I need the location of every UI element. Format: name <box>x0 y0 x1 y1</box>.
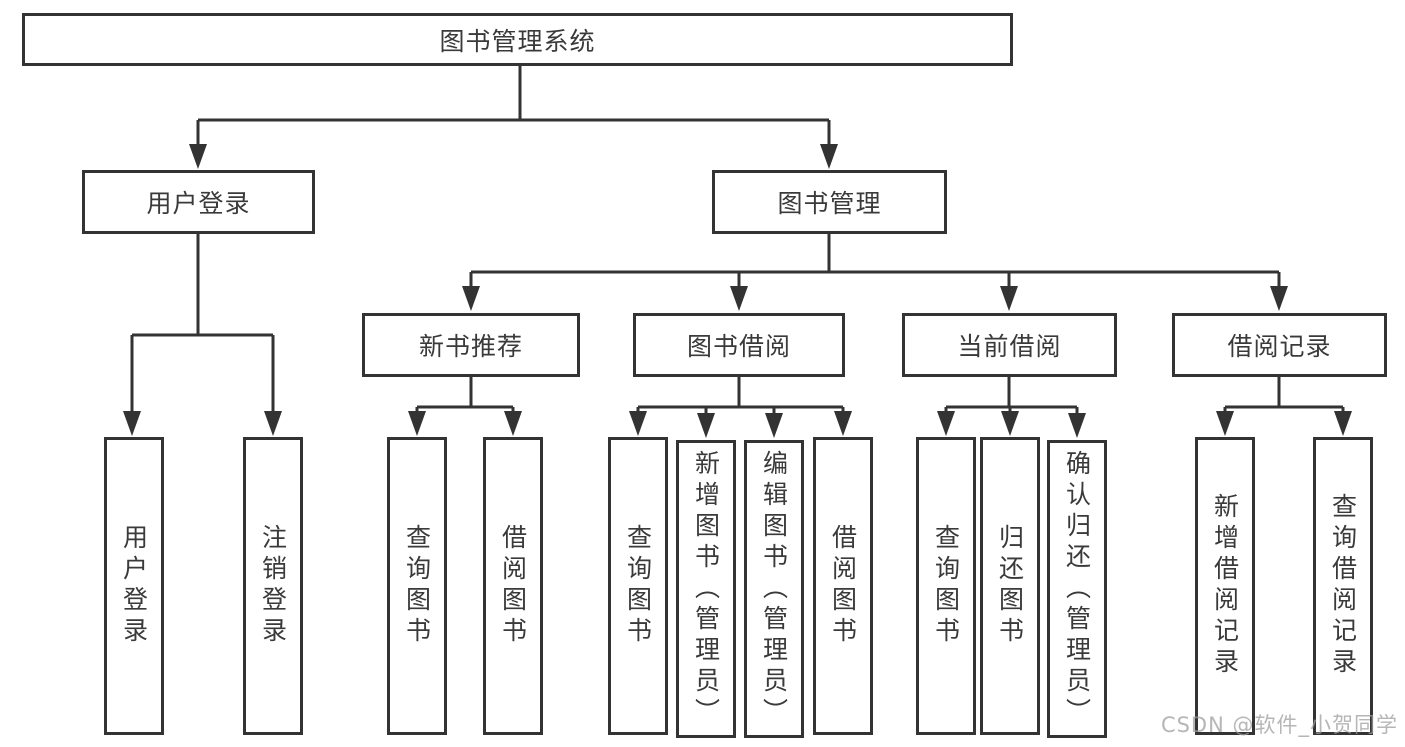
node-new-book-recommend: 新书推荐 <box>362 313 580 377</box>
leaf-confirm-return-admin-label: 确认归还（管理员） <box>1062 449 1092 729</box>
leaf-query-book-2: 查询图书 <box>608 437 668 735</box>
leaf-add-book-admin: 新增图书（管理员） <box>676 440 736 738</box>
node-user-login-label: 用户登录 <box>146 189 251 218</box>
leaf-borrow-book-2: 借阅图书 <box>813 437 873 735</box>
node-current-borrow-label: 当前借阅 <box>957 332 1062 361</box>
node-borrow-record: 借阅记录 <box>1172 313 1387 377</box>
leaf-add-borrow-record-label: 新增借阅记录 <box>1210 493 1240 679</box>
node-current-borrow: 当前借阅 <box>902 313 1117 377</box>
node-user-login: 用户登录 <box>82 170 315 234</box>
leaf-edit-book-admin-label: 编辑图书（管理员） <box>759 449 789 729</box>
node-book-borrow: 图书借阅 <box>633 313 845 377</box>
leaf-query-book-3-label: 查询图书 <box>931 524 961 648</box>
leaf-borrow-book-1: 借阅图书 <box>483 437 543 735</box>
leaf-query-book-1: 查询图书 <box>387 437 447 735</box>
leaf-add-borrow-record: 新增借阅记录 <box>1195 437 1255 735</box>
leaf-return-book: 归还图书 <box>980 437 1040 735</box>
leaf-borrow-book-1-label: 借阅图书 <box>498 524 528 648</box>
leaf-return-book-label: 归还图书 <box>995 524 1025 648</box>
leaf-user-login-label: 用户登录 <box>119 524 149 648</box>
leaf-query-borrow-record-label: 查询借阅记录 <box>1328 493 1358 679</box>
leaf-edit-book-admin: 编辑图书（管理员） <box>744 440 804 738</box>
leaf-borrow-book-2-label: 借阅图书 <box>828 524 858 648</box>
leaf-logout: 注销登录 <box>243 437 303 735</box>
leaf-logout-label: 注销登录 <box>258 524 288 648</box>
node-book-management-label: 图书管理 <box>777 189 882 218</box>
node-book-borrow-label: 图书借阅 <box>686 332 791 361</box>
node-book-management: 图书管理 <box>712 170 947 234</box>
node-root-label: 图书管理系统 <box>439 26 596 56</box>
leaf-query-borrow-record: 查询借阅记录 <box>1313 437 1373 735</box>
leaf-confirm-return-admin: 确认归还（管理员） <box>1047 440 1107 738</box>
watermark-text: CSDN @软件_小贺同学 <box>1160 713 1398 737</box>
leaf-query-book-3: 查询图书 <box>916 437 976 735</box>
leaf-query-book-1-label: 查询图书 <box>402 524 432 648</box>
leaf-query-book-2-label: 查询图书 <box>623 524 653 648</box>
node-root: 图书管理系统 <box>22 13 1013 66</box>
leaf-user-login: 用户登录 <box>104 437 164 735</box>
leaf-add-book-admin-label: 新增图书（管理员） <box>691 449 721 729</box>
node-new-book-recommend-label: 新书推荐 <box>418 332 523 361</box>
node-borrow-record-label: 借阅记录 <box>1227 332 1332 361</box>
